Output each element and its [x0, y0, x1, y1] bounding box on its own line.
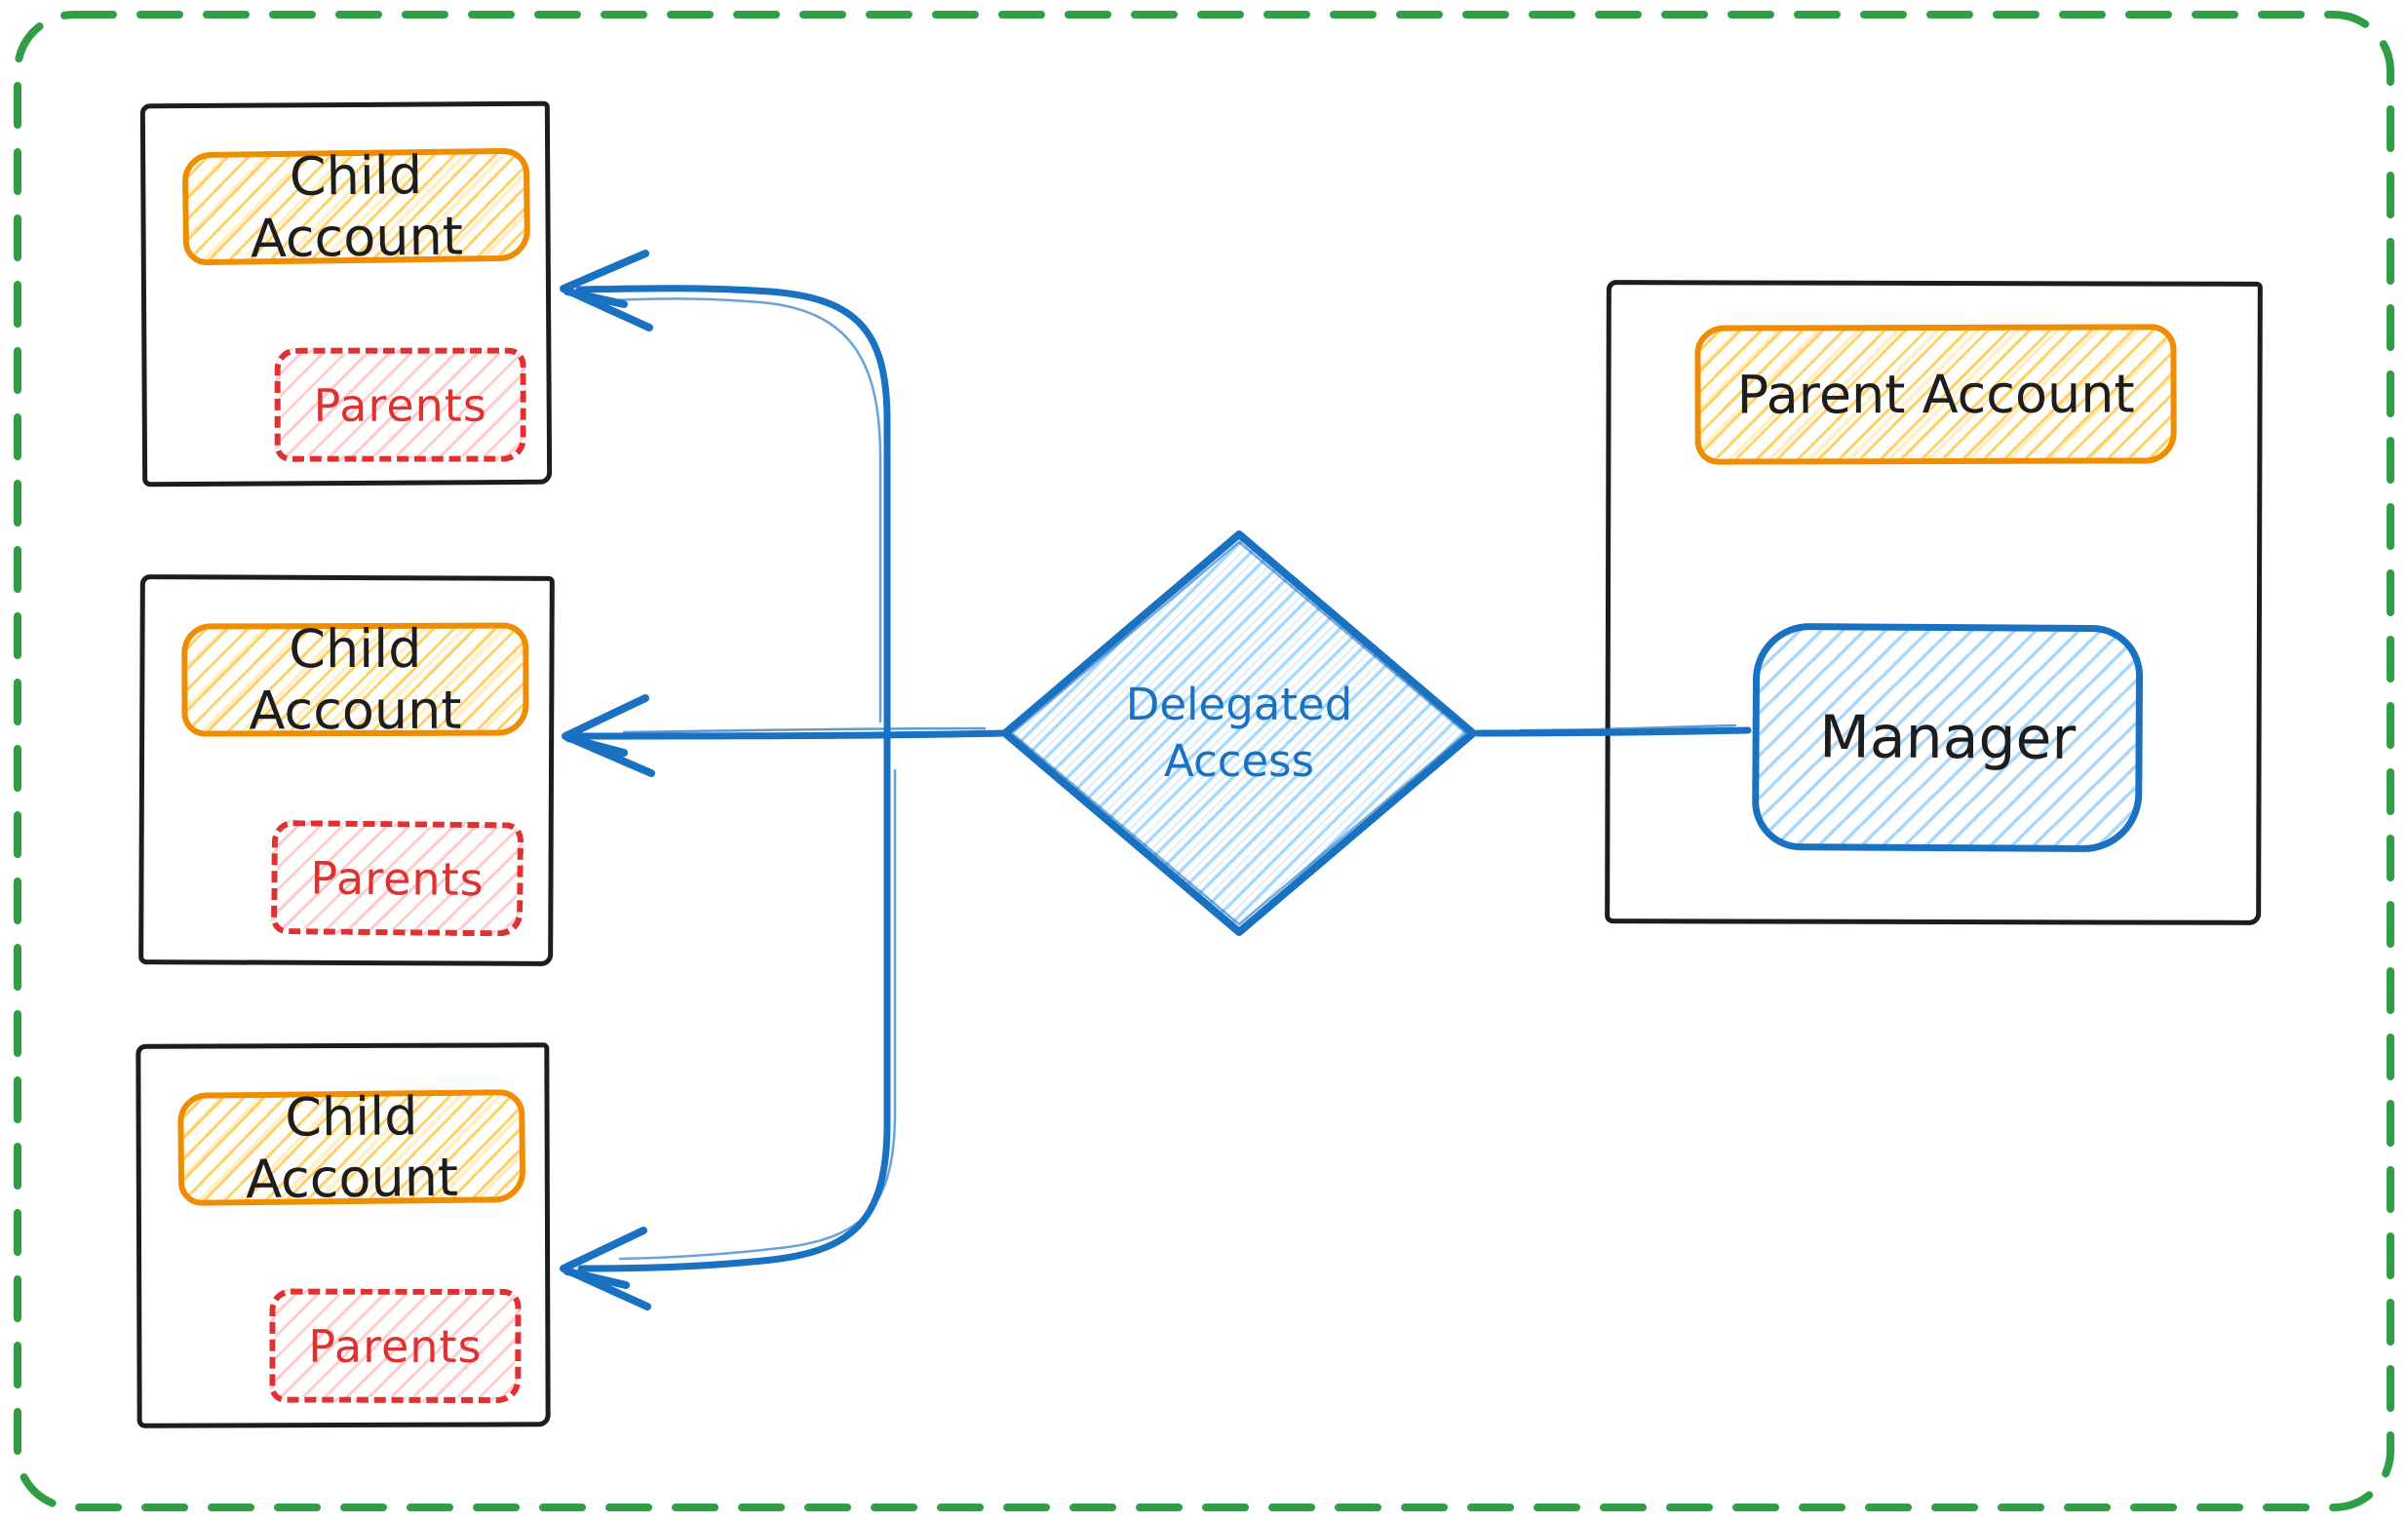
child-account-node-1: Child Account Parents: [139, 100, 553, 488]
parent-account-title-text: Parent Account: [1736, 363, 2135, 426]
child-account-node-2: Child Account Parents: [138, 574, 555, 966]
arrow-to-child-3-line-echo: [618, 768, 897, 1261]
child-account-title-2: Child Account: [181, 618, 529, 741]
delegated-access-label: Delegated Access: [1005, 534, 1473, 932]
child-account-title-text-1: Child Account: [250, 144, 464, 270]
child-account-title-3: Child Account: [177, 1085, 526, 1210]
arrow-to-child-1-line-echo: [610, 297, 882, 723]
manager-node: Manager: [1751, 622, 2144, 853]
delegated-access-line2: Access: [1163, 735, 1315, 787]
parents-tag-text-1: Parents: [313, 378, 487, 432]
parents-tag-text-2: Parents: [310, 850, 485, 906]
child-account-node-3: Child Account Parents: [136, 1042, 551, 1428]
arrow-to-child-3-line: [577, 730, 891, 1272]
arrow-to-child-1-head: [560, 250, 653, 332]
child-account-title-text-3: Child Account: [245, 1085, 459, 1211]
arrow-to-child-3-head: [560, 1227, 651, 1310]
parent-account-node: Parent Account Manager: [1605, 280, 2263, 925]
parents-tag-2: Parents: [270, 819, 524, 937]
delegated-access-line1: Delegated: [1125, 678, 1353, 730]
manager-text: Manager: [1818, 702, 2077, 773]
parents-tag-text-3: Parents: [308, 1319, 483, 1373]
arrow-to-child-1-line: [575, 285, 891, 738]
parents-tag-3: Parents: [269, 1288, 522, 1404]
arrow-to-child-2-line: [569, 729, 1009, 740]
parents-tag-1: Parents: [274, 347, 526, 462]
arrow-to-child-2-line-echo: [622, 726, 987, 734]
child-account-title-text-2: Child Account: [249, 617, 462, 742]
arrow-to-child-2-head: [562, 694, 655, 777]
child-account-title-1: Child Account: [181, 144, 531, 269]
parent-account-title: Parent Account: [1694, 324, 2177, 465]
